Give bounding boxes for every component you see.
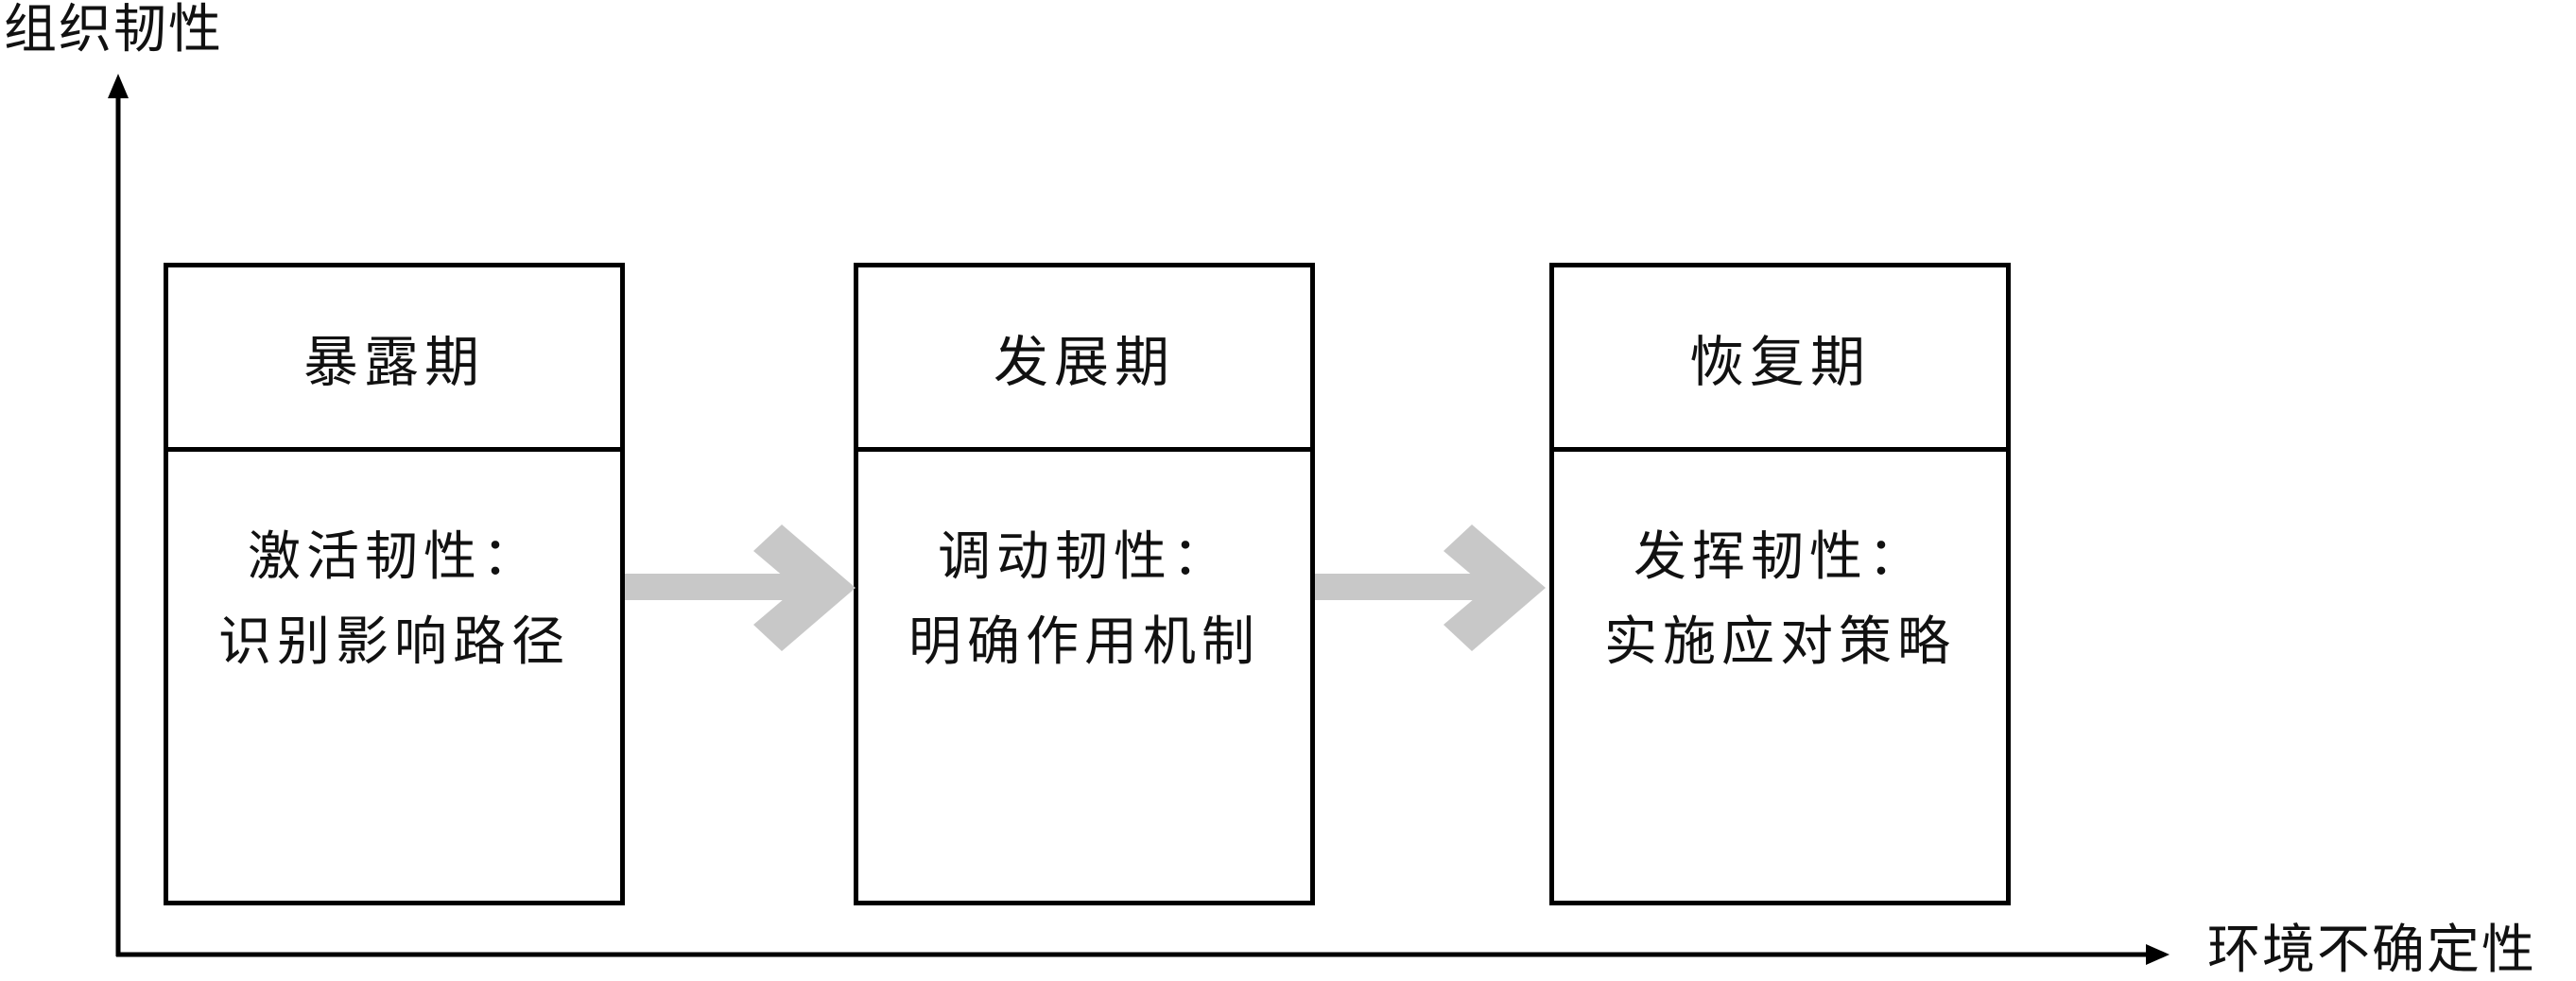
stage-title: 恢复期: [1554, 267, 2006, 452]
x-axis-arrowhead-icon: [2146, 944, 2170, 965]
stage-description-line: 调动韧性：: [938, 526, 1231, 588]
stage-box-recovery: 恢复期 发挥韧性： 实施应对策略: [1549, 263, 2011, 905]
stage-description-line: 激活韧性：: [248, 526, 541, 588]
stage-description-line: 实施应对策略: [1604, 611, 1956, 673]
flow-arrow-icon: [1315, 525, 1546, 651]
stage-description-line: 发挥韧性：: [1634, 526, 1927, 588]
stage-description: 激活韧性： 识别影响路径: [168, 515, 620, 685]
stage-title: 发展期: [858, 267, 1310, 452]
stage-box-exposure: 暴露期 激活韧性： 识别影响路径: [164, 263, 625, 905]
y-axis-arrowhead-icon: [108, 74, 129, 98]
stage-description-line: 识别影响路径: [218, 611, 570, 673]
stage-box-development: 发展期 调动韧性： 明确作用机制: [854, 263, 1315, 905]
y-axis-label: 组织韧性: [4, 0, 223, 60]
stage-description-line: 明确作用机制: [908, 611, 1260, 673]
x-axis-label: 环境不确定性: [2207, 920, 2536, 981]
stage-description: 发挥韧性： 实施应对策略: [1554, 515, 2006, 685]
stage-title: 暴露期: [168, 267, 620, 452]
stage-description: 调动韧性： 明确作用机制: [858, 515, 1310, 685]
flow-arrow-icon: [625, 525, 856, 651]
